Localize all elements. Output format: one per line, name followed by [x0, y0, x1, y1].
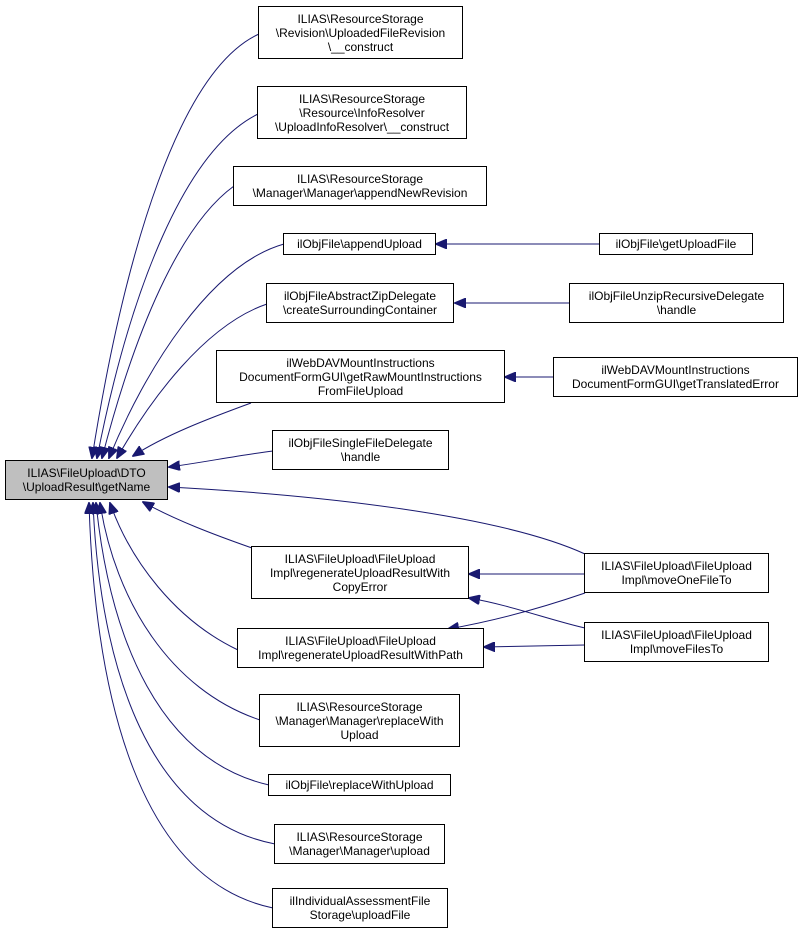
edge-n1-to-n0 [92, 33, 260, 458]
node-label-line: ilObjFileUnzipRecursiveDelegate [588, 289, 765, 303]
node-label-line: \UploadInfoResolver\__construct [274, 119, 450, 134]
node-label-line: ILIAS\ResourceStorage [296, 830, 423, 844]
node-label-line: \Revision\UploadedFileRevision [275, 25, 446, 40]
edge-n18-to-n0 [89, 503, 274, 909]
node-label-line: \createSurroundingContainer [282, 303, 438, 317]
node-label-line: \Manager\Manager\appendNewRevision [252, 186, 468, 200]
graph-node-n5[interactable]: ilObjFile\getUploadFile [599, 233, 753, 255]
node-label-line: \Resource\InfoResolver [299, 105, 425, 120]
edge-n12-to-n0 [169, 487, 586, 555]
node-label-line: FromFileUpload [317, 383, 404, 398]
node-label-line: Impl\moveOneFileTo [621, 573, 732, 587]
node-label-line: ilObjFileAbstractZipDelegate [283, 289, 437, 303]
edge-n15-to-n0 [100, 503, 261, 721]
node-label-line: CopyError [332, 579, 388, 594]
node-label-line: ILIAS\ResourceStorage [296, 172, 424, 186]
graph-node-n15[interactable]: ILIAS\ResourceStorage\Manager\Manager\re… [259, 694, 460, 747]
node-label-line: \Manager\Manager\replaceWith [275, 713, 444, 728]
edge-n3-to-n0 [102, 185, 235, 458]
focus-node: ILIAS\FileUpload\DTO\UploadResult\getNam… [5, 460, 168, 500]
graph-node-n7[interactable]: ilObjFileUnzipRecursiveDelegate\handle [569, 283, 784, 323]
edge-n6-to-n0 [117, 303, 268, 458]
graph-node-n17[interactable]: ILIAS\ResourceStorage\Manager\Manager\up… [274, 824, 445, 864]
node-label-line: Impl\regenerateUploadResultWith [269, 565, 451, 580]
graph-node-n2[interactable]: ILIAS\ResourceStorage\Resource\InfoResol… [257, 86, 467, 139]
graph-node-n3[interactable]: ILIAS\ResourceStorage\Manager\Manager\ap… [233, 166, 487, 206]
node-label-line: ILIAS\FileUpload\FileUpload [285, 634, 436, 648]
node-label-line: DocumentFormGUI\getRawMountInstructions [239, 369, 482, 384]
node-label-line: Impl\moveFilesTo [629, 642, 724, 656]
graph-node-n1[interactable]: ILIAS\ResourceStorage\Revision\UploadedF… [258, 6, 463, 59]
graph-node-n16[interactable]: ilObjFile\replaceWithUpload [268, 774, 451, 796]
node-label-line: \__construct [327, 39, 394, 54]
edge-n13-to-n0 [110, 503, 239, 651]
node-label-line: \handle [656, 303, 697, 317]
node-label-line: ilWebDAVMountInstructions [601, 363, 750, 377]
node-label-line: Impl\regenerateUploadResultWithPath [258, 648, 463, 662]
node-label-line: ilIndividualAssessmentFile [289, 894, 431, 908]
node-label-line: ilWebDAVMountInstructions [286, 355, 435, 370]
node-label-line: ilObjFile\replaceWithUpload [285, 778, 434, 792]
edge-n2-to-n0 [97, 113, 259, 458]
edge-n8-to-n0 [133, 402, 252, 456]
node-label-line: ILIAS\ResourceStorage [296, 699, 423, 714]
node-label-line: ilObjFile\getUploadFile [615, 237, 737, 251]
node-label-line: Upload [340, 727, 379, 742]
edge-n12-to-n13 [448, 592, 586, 629]
edge-n14-to-n11 [469, 598, 586, 629]
node-label-line: \Manager\Manager\upload [289, 844, 430, 858]
node-label-line: DocumentFormGUI\getTranslatedError [572, 377, 779, 391]
edge-n17-to-n0 [93, 503, 276, 845]
node-label-line: Storage\uploadFile [309, 908, 411, 922]
edge-n10-to-n0 [169, 450, 274, 467]
node-label-line: \handle [340, 450, 381, 464]
node-label-line: ILIAS\FileUpload\FileUpload [601, 628, 752, 642]
node-label-line: ilObjFile\appendUpload [297, 237, 422, 251]
node-label-line: ILIAS\ResourceStorage [297, 11, 424, 26]
graph-node-n10[interactable]: ilObjFileSingleFileDelegate\handle [272, 430, 449, 470]
edge-n11-to-n0 [143, 502, 253, 549]
node-label-line: ILIAS\FileUpload\FileUpload [601, 559, 752, 573]
node-label-line: ilObjFileSingleFileDelegate [288, 436, 433, 450]
node-label-line: \UploadResult\getName [22, 480, 151, 494]
node-label-line: ILIAS\FileUpload\FileUpload [284, 551, 436, 566]
edge-n16-to-n0 [96, 503, 270, 786]
graph-node-n6[interactable]: ilObjFileAbstractZipDelegate\createSurro… [266, 283, 454, 323]
edge-n14-to-n13 [484, 645, 586, 647]
edge-n4-to-n0 [109, 243, 285, 458]
graph-node-n4[interactable]: ilObjFile\appendUpload [283, 233, 436, 255]
node-label-line: ILIAS\FileUpload\DTO [27, 466, 146, 480]
node-label-line: ILIAS\ResourceStorage [298, 91, 426, 106]
